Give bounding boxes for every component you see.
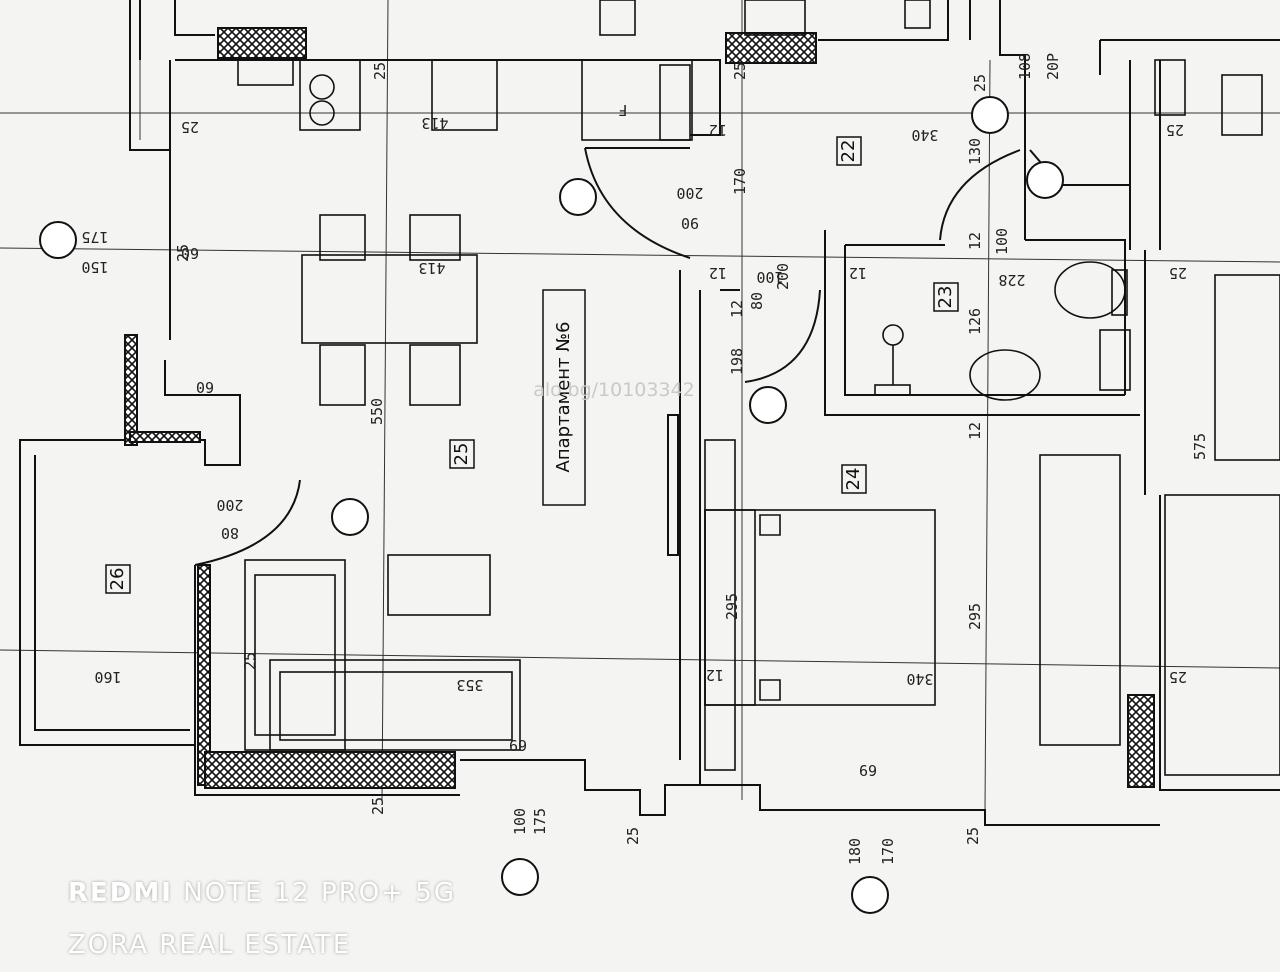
dimension-labels: 25 25 25 25 25 25 25 25 25 25 25 25 413 … xyxy=(81,53,1209,865)
svg-text:25: 25 xyxy=(369,797,387,815)
room-26: 26 xyxy=(107,568,128,591)
svg-text:353: 353 xyxy=(456,676,483,694)
apartment-title: Апартамент №6 xyxy=(553,322,574,473)
svg-text:150: 150 xyxy=(81,258,108,276)
svg-text:108: 108 xyxy=(1016,53,1034,80)
svg-text:575: 575 xyxy=(1191,433,1209,460)
svg-text:60: 60 xyxy=(181,244,199,262)
svg-text:25: 25 xyxy=(624,827,642,845)
svg-text:160: 160 xyxy=(94,668,121,686)
svg-text:170: 170 xyxy=(879,838,897,865)
svg-text:60: 60 xyxy=(196,378,214,396)
svg-text:25: 25 xyxy=(1166,121,1184,139)
hatched-columns xyxy=(124,27,1155,789)
svg-text:25: 25 xyxy=(731,62,749,80)
svg-text:12: 12 xyxy=(706,666,724,684)
svg-text:25: 25 xyxy=(241,652,259,670)
svg-text:175: 175 xyxy=(531,808,549,835)
svg-text:25: 25 xyxy=(964,827,982,845)
svg-text:100: 100 xyxy=(756,268,783,286)
svg-text:12: 12 xyxy=(728,300,746,318)
room-25: 25 xyxy=(451,443,472,466)
agency-watermark: ZORA REAL ESTATE xyxy=(68,930,352,960)
svg-text:12: 12 xyxy=(966,422,984,440)
svg-text:175: 175 xyxy=(81,228,108,246)
svg-text:25: 25 xyxy=(1169,264,1187,282)
svg-text:69: 69 xyxy=(859,761,877,779)
axis-circles xyxy=(39,96,1064,914)
svg-text:126: 126 xyxy=(966,308,984,335)
svg-text:12: 12 xyxy=(966,232,984,250)
svg-text:413: 413 xyxy=(421,114,448,132)
svg-text:25: 25 xyxy=(181,118,199,136)
room-tags: 22 23 24 25 26 Апартамент №6 alo.bg/1010… xyxy=(105,136,959,594)
svg-text:20P: 20P xyxy=(1044,53,1062,80)
camera-watermark: REDMI NOTE 12 PRO+ 5G xyxy=(68,878,456,908)
svg-text:550: 550 xyxy=(368,398,386,425)
svg-text:295: 295 xyxy=(723,593,741,620)
svg-text:25: 25 xyxy=(1169,668,1187,686)
svg-text:170: 170 xyxy=(731,168,749,195)
svg-text:340: 340 xyxy=(911,126,938,144)
svg-text:12: 12 xyxy=(709,121,727,139)
svg-text:130: 130 xyxy=(966,138,984,165)
svg-text:340: 340 xyxy=(906,670,933,688)
svg-text:228: 228 xyxy=(998,271,1025,289)
svg-text:80: 80 xyxy=(748,292,766,310)
camera-brand: REDMI xyxy=(68,878,173,908)
svg-text:100: 100 xyxy=(511,808,529,835)
svg-text:100: 100 xyxy=(993,228,1011,255)
svg-text:180: 180 xyxy=(846,838,864,865)
svg-text:413: 413 xyxy=(418,259,445,277)
room-24: 24 xyxy=(843,468,864,491)
axis-lines xyxy=(0,0,1280,811)
watermark: alo.bg/10103342 xyxy=(533,379,694,401)
doors xyxy=(194,147,1021,566)
svg-text:200: 200 xyxy=(774,263,792,290)
svg-text:12: 12 xyxy=(849,264,867,282)
svg-text:25: 25 xyxy=(971,74,989,92)
svg-text:90: 90 xyxy=(681,214,699,232)
svg-text:69: 69 xyxy=(509,736,527,754)
svg-text:F: F xyxy=(618,101,627,119)
svg-text:200: 200 xyxy=(676,184,703,202)
svg-text:12: 12 xyxy=(709,264,727,282)
camera-model: NOTE 12 PRO+ 5G xyxy=(183,878,456,908)
svg-text:200: 200 xyxy=(216,496,243,514)
furniture xyxy=(237,0,1280,776)
svg-text:80: 80 xyxy=(221,524,239,542)
room-22: 22 xyxy=(838,140,859,163)
svg-text:198: 198 xyxy=(728,348,746,375)
svg-text:25: 25 xyxy=(371,62,389,80)
svg-text:295: 295 xyxy=(966,603,984,630)
svg-text:25: 25 xyxy=(174,244,192,262)
room-23: 23 xyxy=(935,286,956,309)
